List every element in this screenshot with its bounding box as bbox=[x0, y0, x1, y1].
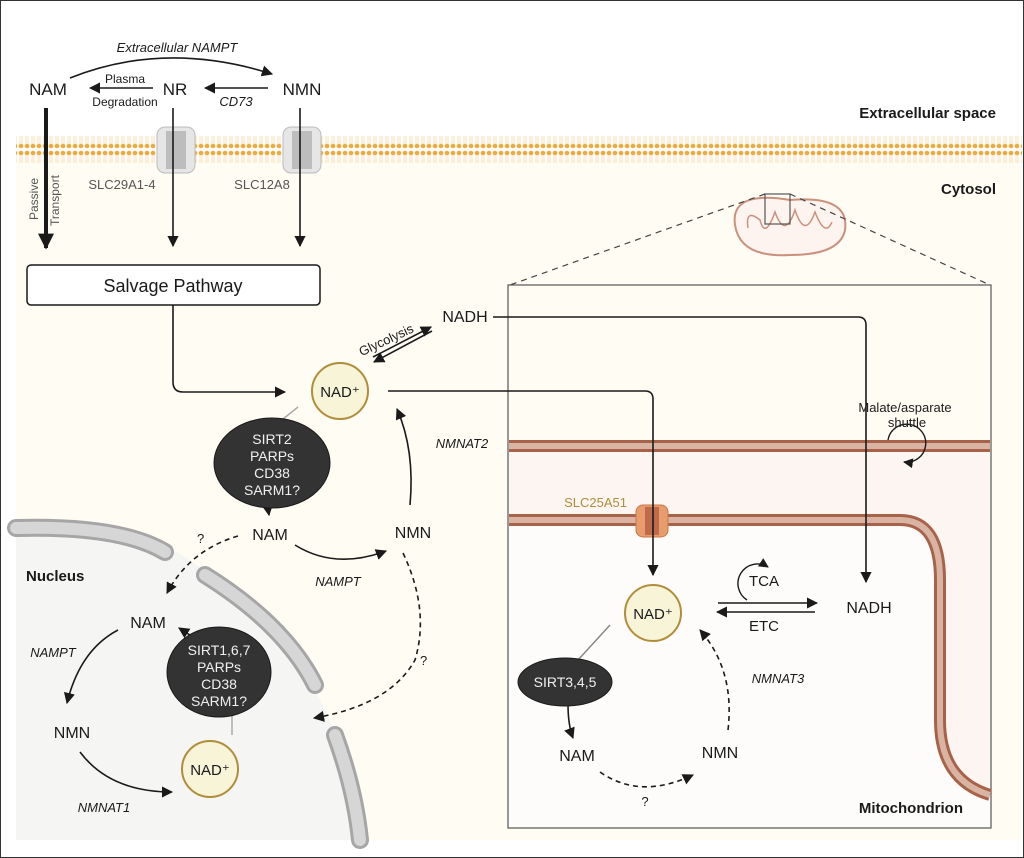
nad-cytosol: NAD⁺ bbox=[311, 362, 369, 420]
svg-text:CD38: CD38 bbox=[254, 465, 290, 481]
salvage-pathway-label: Salvage Pathway bbox=[103, 276, 242, 296]
ext-nam: NAM bbox=[29, 80, 67, 99]
label-malate-shuttle-line2: shuttle bbox=[888, 415, 926, 430]
arrow-mito-nam-to-nmn bbox=[599, 771, 695, 788]
nuclear-envelope bbox=[7, 518, 369, 849]
label-extracellular-nampt: Extracellular NAMPT bbox=[117, 40, 239, 55]
arrow-glycolysis-reverse bbox=[373, 330, 433, 363]
label-slc25a51: SLC25A51 bbox=[564, 495, 627, 510]
nad-nucleus: NAD⁺ bbox=[181, 740, 239, 798]
malate-shuttle-icon bbox=[887, 423, 927, 469]
label-plasma: Plasma bbox=[105, 72, 145, 86]
salvage-pathway-box bbox=[26, 264, 321, 306]
arrows bbox=[38, 57, 872, 798]
svg-text:NAD⁺: NAD⁺ bbox=[190, 762, 230, 779]
arrow-nmnat2 bbox=[395, 407, 412, 506]
arrow-nad-to-mito bbox=[388, 390, 659, 577]
svg-text:PARPs: PARPs bbox=[250, 448, 294, 464]
region-extracellular: Extracellular space bbox=[859, 105, 996, 122]
svg-text:SARM1?: SARM1? bbox=[244, 482, 300, 498]
inner-mito-membrane bbox=[509, 514, 992, 801]
label-transport: Transport bbox=[48, 174, 62, 226]
label-nampt-nucleus: NAMPT bbox=[30, 645, 77, 660]
transporter-slc25a51 bbox=[635, 504, 669, 538]
zoom-line-right bbox=[789, 193, 991, 286]
cytosol-nam: NAM bbox=[252, 527, 288, 544]
mito-nmn: NMN bbox=[702, 745, 738, 762]
connector-nad-sirt3 bbox=[577, 624, 611, 661]
region-nucleus: Nucleus bbox=[26, 568, 84, 585]
ext-nmn: NMN bbox=[283, 80, 322, 99]
label-cd73: CD73 bbox=[219, 94, 253, 109]
outer-mito-membrane bbox=[509, 440, 990, 452]
arrow-nampt-cytosol bbox=[294, 544, 388, 560]
question-mark-mito: ? bbox=[641, 794, 648, 809]
svg-text:CD38: CD38 bbox=[201, 676, 237, 692]
tca-cycle-icon bbox=[737, 558, 769, 601]
arrow-nmnat3 bbox=[699, 629, 730, 731]
svg-text:NAD⁺: NAD⁺ bbox=[633, 606, 673, 623]
svg-text:SIRT2: SIRT2 bbox=[252, 431, 292, 447]
arrow-sirt3-to-nam bbox=[564, 703, 575, 740]
question-mark-nmn-to-nucleus: ? bbox=[420, 653, 427, 668]
label-nampt-cytosol: NAMPT bbox=[315, 574, 362, 589]
svg-text:SIRT3,4,5: SIRT3,4,5 bbox=[534, 674, 597, 690]
zoom-line-left bbox=[509, 193, 766, 286]
arrow-nampt-nucleus bbox=[63, 629, 119, 705]
nad-mitochondrion: NAD⁺ bbox=[624, 584, 682, 642]
label-malate-shuttle-line1: Malate/asparate bbox=[858, 400, 951, 415]
enzyme-group-mitochondrion: SIRT3,4,5 bbox=[517, 657, 613, 707]
label-nmnat2: NMNAT2 bbox=[436, 436, 489, 451]
svg-text:SARM1?: SARM1? bbox=[191, 693, 247, 709]
label-tca: TCA bbox=[749, 573, 779, 590]
label-slc29a1-4: SLC29A1-4 bbox=[88, 177, 155, 192]
arrow-nmnat1 bbox=[79, 751, 174, 798]
label-slc12a8: SLC12A8 bbox=[234, 177, 290, 192]
question-mark-nam-to-nucleus: ? bbox=[197, 531, 204, 546]
arrow-salvage-to-nad bbox=[172, 305, 287, 398]
label-passive: Passive bbox=[27, 178, 41, 220]
nucleus-nmn: NMN bbox=[54, 725, 90, 742]
region-mitochondrion: Mitochondrion bbox=[859, 800, 963, 817]
arrow-nadh-to-mito bbox=[493, 316, 872, 584]
arrow-nmn-to-nucleus bbox=[312, 552, 422, 722]
mito-nam: NAM bbox=[559, 748, 595, 765]
arrow-extracellular-nampt bbox=[69, 57, 274, 79]
ext-nr: NR bbox=[163, 80, 188, 99]
enzyme-group-cytosol: SIRT2 PARPs CD38 SARM1? bbox=[213, 417, 331, 509]
label-degradation: Degradation bbox=[92, 95, 157, 109]
cytosol-nadh: NADH bbox=[442, 309, 487, 326]
enzyme-group-nucleus: SIRT1,6,7 PARPs CD38 SARM1? bbox=[166, 626, 272, 718]
transporter-slc12 bbox=[282, 126, 322, 174]
arrow-glycolysis-forward bbox=[372, 326, 432, 358]
transporter-slc29 bbox=[156, 126, 196, 174]
label-nmnat1: NMNAT1 bbox=[78, 800, 130, 815]
svg-text:NAD⁺: NAD⁺ bbox=[320, 384, 360, 401]
label-nmnat3: NMNAT3 bbox=[752, 671, 805, 686]
svg-text:SIRT1,6,7: SIRT1,6,7 bbox=[188, 642, 251, 658]
label-etc: ETC bbox=[749, 618, 779, 635]
cytosol-nmn: NMN bbox=[395, 525, 431, 542]
region-cytosol: Cytosol bbox=[941, 181, 996, 198]
arrow-nam-to-nucleus bbox=[166, 535, 239, 594]
svg-text:PARPs: PARPs bbox=[197, 659, 241, 675]
mito-nadh: NADH bbox=[846, 600, 891, 617]
mitochondrion-icon bbox=[733, 193, 847, 257]
nucleus-nam: NAM bbox=[130, 615, 166, 632]
